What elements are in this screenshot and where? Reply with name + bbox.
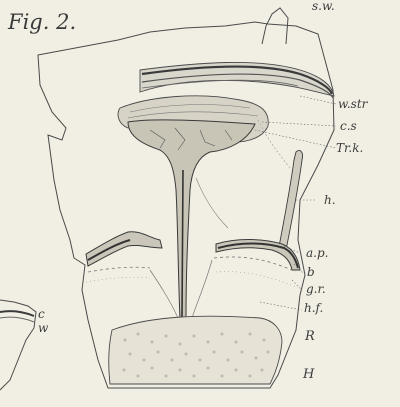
label-cs: c.s: [340, 120, 357, 132]
label-H: H: [303, 368, 314, 381]
label-R: R: [305, 330, 315, 343]
g-r-left-dashed: [88, 267, 150, 272]
tr-k-stalk: [128, 120, 255, 320]
label-ap: a.p.: [306, 247, 328, 259]
top-nub: [262, 8, 288, 44]
label-hf: h.f.: [304, 302, 323, 314]
label-wstr: w.str: [338, 98, 367, 110]
partial-figure-left: [0, 300, 36, 390]
h-canal: [278, 150, 303, 252]
label-sw: s.w.: [312, 0, 335, 12]
figure-title: Fig. 2.: [8, 12, 76, 33]
label-w: w: [38, 322, 48, 334]
label-h: h.: [324, 194, 336, 206]
a-p-left: [86, 232, 162, 266]
label-trk: Tr.k.: [336, 142, 363, 154]
label-c: c: [38, 308, 45, 320]
label-b: b: [307, 266, 315, 278]
g-r-right-dashed: [214, 257, 296, 272]
r-stippled-base: [109, 316, 282, 384]
label-gr: g.r.: [306, 283, 326, 295]
